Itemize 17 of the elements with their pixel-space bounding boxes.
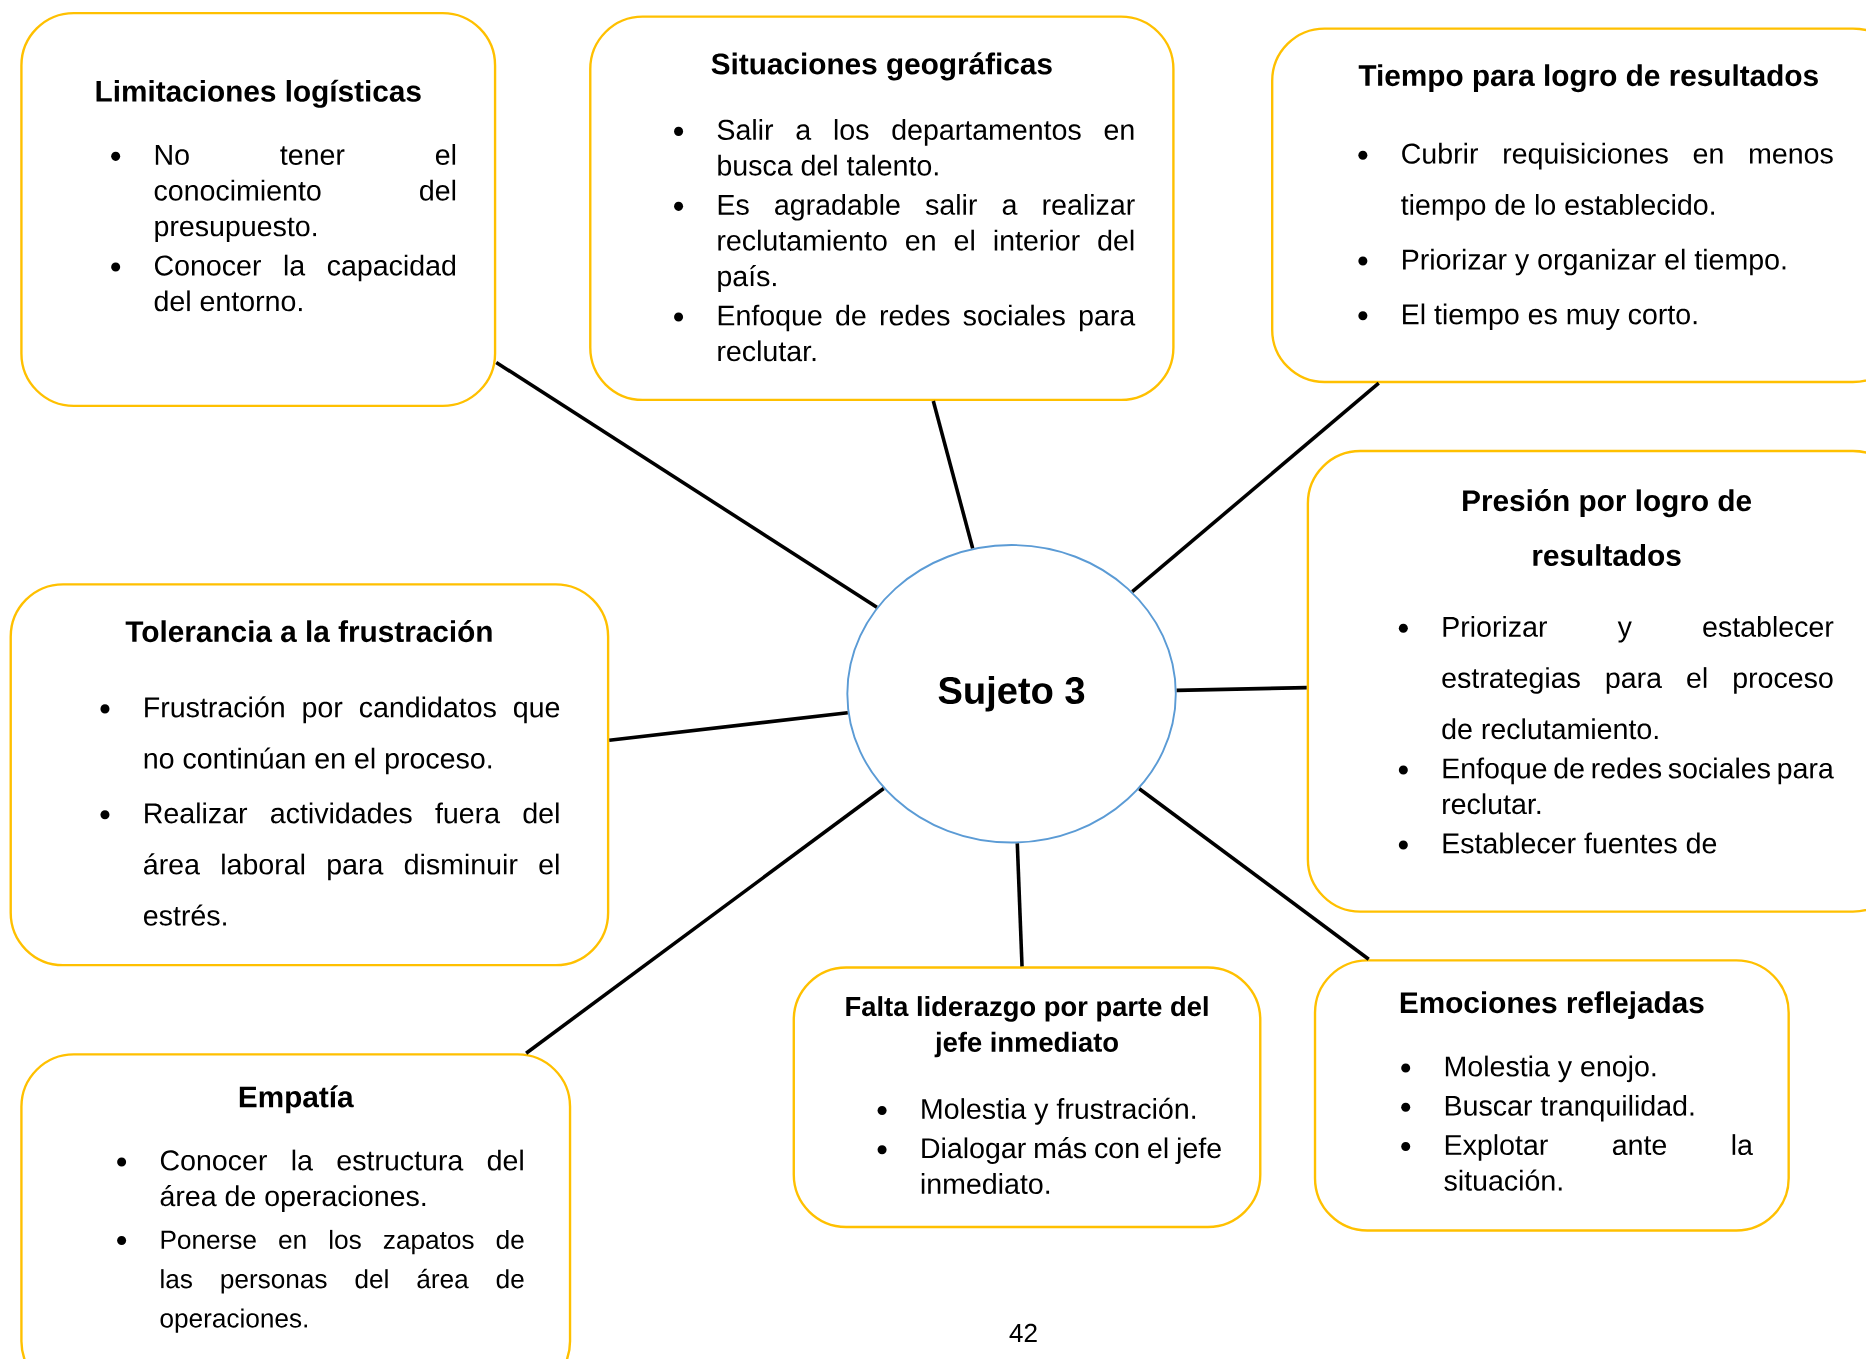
connector-line xyxy=(1131,381,1380,593)
topic-box: Tolerancia a la frustración Frustración por candidatos que no continúan en el proceso. Realizar actividades fuera del área laboral para disminuir el estrés. xyxy=(9,583,610,967)
topic-box: Situaciones geográficas Salir a los departamentos en busca del talento. Es agradable salir a realizar reclutamiento en el interior del país. Enfoque de redes sociales para reclutar. xyxy=(589,15,1175,402)
connector-line xyxy=(525,787,885,1055)
topic-box: Limitaciones logísticas No tener el conocimiento del presupuesto. Conocer la capacidad del entorno. xyxy=(20,11,497,407)
connector-line xyxy=(1015,843,1024,967)
topic-box: Empatía Conocer la estructura del área de operaciones. Ponerse en los zapatos de las personas del área de operaciones. xyxy=(20,1053,572,1359)
connector-line xyxy=(931,400,975,549)
topic-box: Emociones reflejadas Molestia y enojo. Buscar tranquilidad. Explotar ante la situación. xyxy=(1313,959,1790,1232)
connector-line xyxy=(1138,787,1370,961)
connector-line xyxy=(609,710,848,742)
topic-box: Tiempo para logro de resultados Cubrir requisiciones en menos tiempo de lo establecido. Priorizar y organizar el tiempo. El tiempo es muy corto. xyxy=(1271,27,1866,384)
connector-line xyxy=(1176,685,1307,693)
topic-box: Falta liderazgo por parte del jefe inmediato Molestia y frustración. Dialogar más con el jefe inmediato. xyxy=(792,966,1262,1229)
topic-box: Presión por logro de resultados Priorizar y establecer estrategias para el proceso de reclutamiento. Enfoque de redes sociales para reclutar. Establecer fuentes de xyxy=(1306,449,1866,913)
connector-line xyxy=(495,360,878,609)
page-number: 42 xyxy=(1009,1323,1037,1342)
